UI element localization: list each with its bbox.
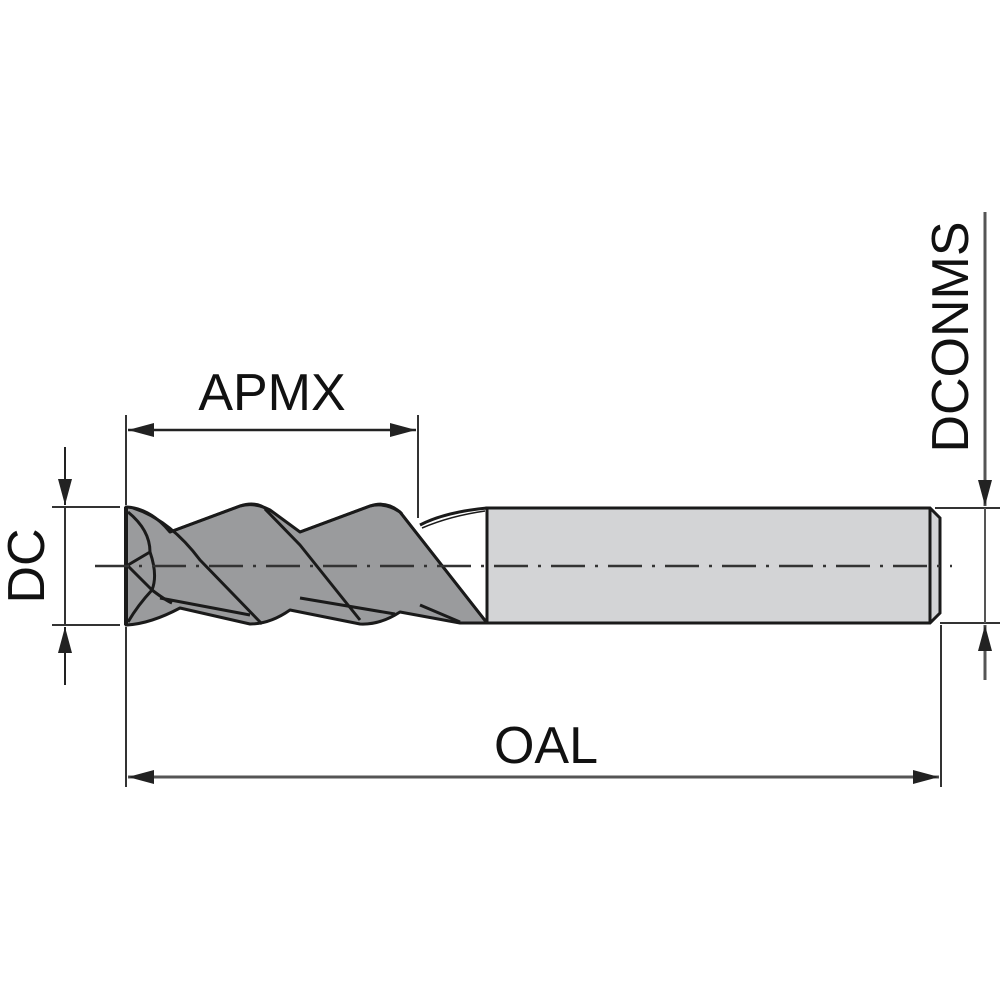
apmx-dimension: APMX	[125, 364, 419, 518]
oal-label: OAL	[494, 717, 598, 775]
dc-dimension: DC	[0, 447, 126, 685]
flute-section	[124, 502, 489, 627]
dconms-label: DCONMS	[922, 221, 980, 452]
apmx-label: APMX	[198, 364, 345, 422]
oal-dimension: OAL	[125, 625, 942, 787]
dc-label: DC	[0, 528, 56, 603]
dconms-dimension: DCONMS	[922, 212, 1000, 680]
